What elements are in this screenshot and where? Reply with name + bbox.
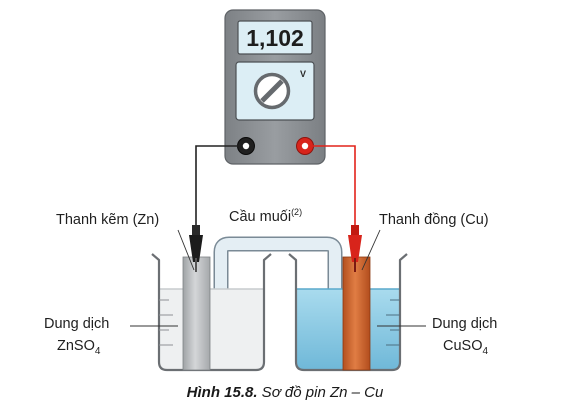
- positive-terminal-icon: [296, 137, 314, 155]
- voltmeter-reading: 1,102: [246, 25, 304, 51]
- znso4-label-line2: ZnSO4: [57, 338, 101, 357]
- negative-wire: [195, 145, 238, 225]
- cuso4-label-line2: CuSO4: [443, 338, 489, 357]
- znso4-label-line1: Dung dịch: [44, 316, 109, 332]
- copper-rod: [342, 256, 371, 371]
- zinc-rod: [182, 256, 211, 371]
- negative-clip: [189, 225, 203, 272]
- copper-rod-label: Thanh đồng (Cu): [379, 212, 489, 228]
- cuso4-label-line1: Dung dịch: [432, 316, 497, 332]
- voltmeter-display: [237, 20, 313, 55]
- copper-label-pointer: [361, 229, 381, 271]
- znso4-solution: [159, 289, 264, 370]
- figure-caption: Hình 15.8. Sơ đồ pin Zn – Cu: [187, 384, 384, 401]
- salt-bridge-label: Cầu muối(2): [229, 207, 302, 225]
- left-beaker: [151, 253, 272, 372]
- zinc-rod-label: Thanh kẽm (Zn): [56, 212, 159, 228]
- voltmeter-needle-icon: [253, 72, 291, 110]
- negative-terminal-icon: [237, 137, 255, 155]
- positive-clip: [348, 225, 362, 272]
- voltmeter-unit: V: [300, 69, 306, 79]
- zinc-label-pointer: [177, 229, 195, 271]
- positive-wire: [313, 145, 356, 225]
- voltmeter: 1,102 V: [224, 9, 326, 165]
